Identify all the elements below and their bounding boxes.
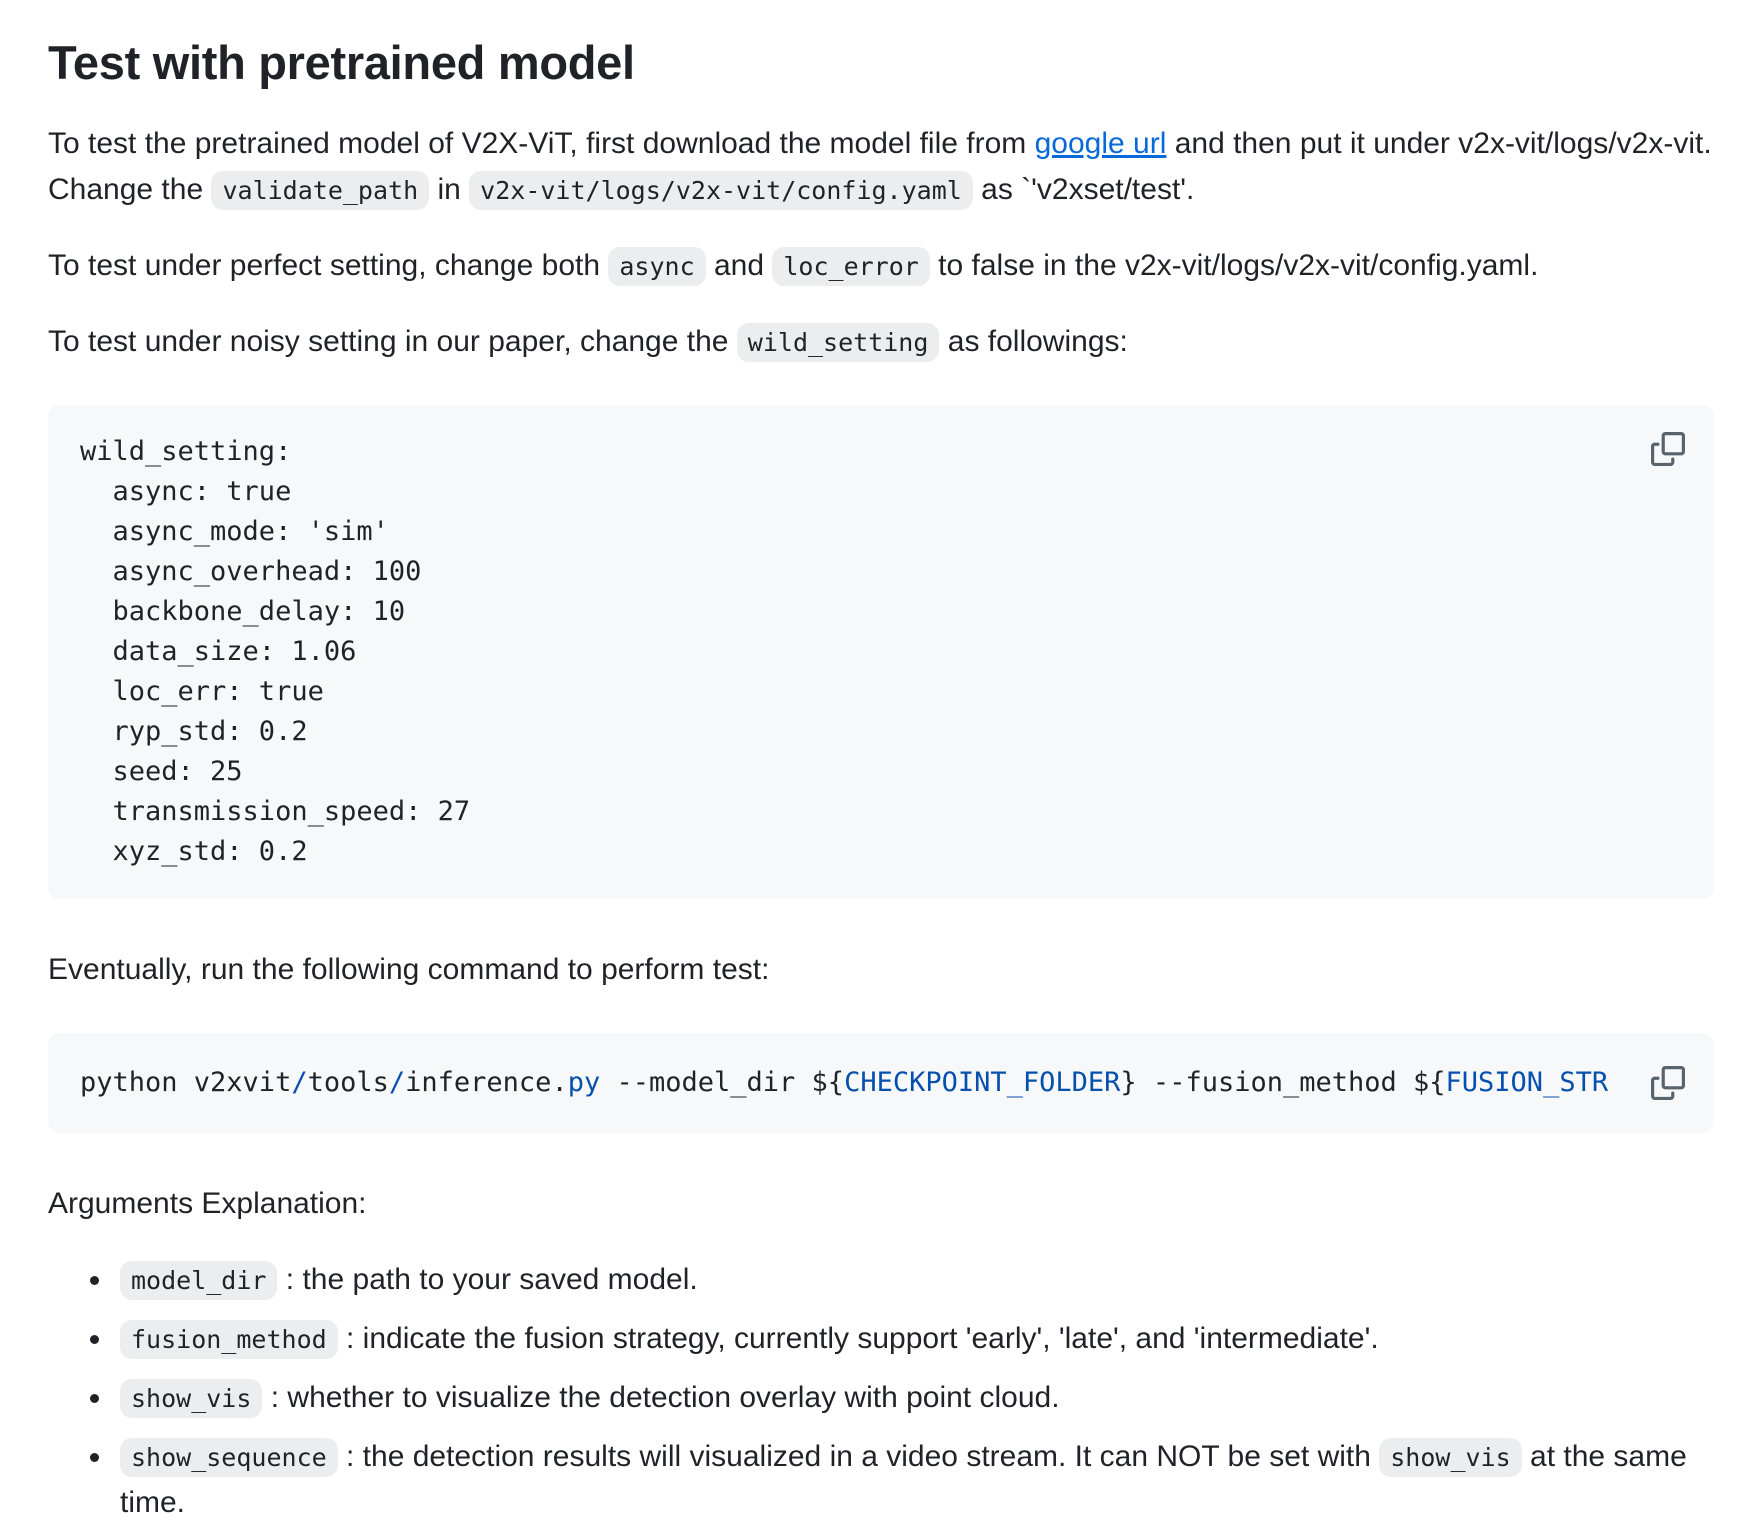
- code-token: FUSION_STR: [1445, 1066, 1609, 1098]
- text-segment: and then put it under v2x-vit/logs/v2x-v…: [48, 126, 1712, 206]
- arguments-explanation-label: Arguments Explanation:: [48, 1186, 367, 1220]
- arguments-list: model_dir : the path to your saved model…: [48, 1257, 1714, 1526]
- inline-code-wild-setting: wild_setting: [736, 322, 940, 362]
- text-segment: : whether to visualize the detection ove…: [262, 1380, 1060, 1414]
- text-segment: and: [705, 248, 773, 282]
- copy-icon: [1651, 1065, 1685, 1100]
- inline-code-show-vis: show_vis: [1379, 1437, 1522, 1477]
- text-segment: : the detection results will visualized …: [337, 1439, 1380, 1473]
- intro-paragraph: To test the pretrained model of V2X-ViT,…: [48, 121, 1714, 213]
- inline-code-async: async: [608, 246, 706, 286]
- text-segment: as followings:: [939, 324, 1128, 358]
- inline-code-model-dir: model_dir: [120, 1260, 278, 1300]
- copy-button[interactable]: [1650, 431, 1686, 467]
- code-token: .: [551, 1066, 568, 1098]
- code-token: CHECKPOINT_FOLDER: [844, 1066, 1121, 1098]
- code-token: inference: [405, 1066, 552, 1098]
- text-segment: To test under perfect setting, change bo…: [48, 248, 609, 282]
- list-item: fusion_method : indicate the fusion stra…: [114, 1316, 1714, 1362]
- text-segment: To test under noisy setting in our paper…: [48, 324, 737, 358]
- code-token: /: [291, 1066, 308, 1098]
- code-token: tools: [307, 1066, 389, 1098]
- list-item: show_vis : whether to visualize the dete…: [114, 1375, 1714, 1421]
- list-item: model_dir : the path to your saved model…: [114, 1257, 1714, 1303]
- inline-code-show-vis: show_vis: [120, 1378, 263, 1418]
- page-title: Test with pretrained model: [48, 36, 635, 89]
- inline-code-config-yaml: v2x-vit/logs/v2x-vit/config.yaml: [469, 170, 973, 210]
- copy-icon: [1651, 431, 1685, 466]
- shell-code-block: python v2xvit/tools/inference.py --model…: [48, 1032, 1714, 1133]
- list-item: show_sequence : the detection results wi…: [114, 1434, 1714, 1526]
- text-segment: To test the pretrained model of V2X-ViT,…: [48, 126, 1035, 160]
- yaml-code-content: wild_setting: async: true async_mode: 's…: [80, 435, 471, 867]
- text-segment: to false in the v2x-vit/logs/v2x-vit/con…: [929, 248, 1539, 282]
- inline-code-validate-path: validate_path: [211, 170, 430, 210]
- google-url-link[interactable]: google url: [1034, 126, 1167, 160]
- inline-code-show-sequence: show_sequence: [120, 1437, 338, 1477]
- text-segment: : indicate the fusion strategy, currentl…: [337, 1321, 1379, 1355]
- inline-code-fusion-method: fusion_method: [120, 1319, 338, 1359]
- text-segment: in: [429, 172, 470, 206]
- code-token: } --fusion_method ${: [1120, 1066, 1446, 1098]
- copy-button[interactable]: [1650, 1065, 1686, 1101]
- text-segment: as `'v2xset/test'.: [972, 172, 1195, 206]
- run-command-paragraph: Eventually, run the following command to…: [48, 952, 770, 986]
- code-token: /: [388, 1066, 406, 1098]
- inline-code-loc-error: loc_error: [772, 246, 930, 286]
- code-token: python v2xvit: [80, 1066, 292, 1098]
- yaml-code-block: wild_setting: async: true async_mode: 's…: [48, 404, 1714, 899]
- code-token: py: [567, 1066, 601, 1098]
- shell-code-content: python v2xvit/tools/inference.py --model…: [80, 1063, 1614, 1103]
- text-segment: at the same time.: [120, 1439, 1687, 1519]
- noisy-setting-paragraph: To test under noisy setting in our paper…: [48, 319, 1714, 365]
- code-token: --model_dir ${: [600, 1066, 845, 1098]
- text-segment: : the path to your saved model.: [277, 1262, 698, 1296]
- perfect-setting-paragraph: To test under perfect setting, change bo…: [48, 243, 1714, 289]
